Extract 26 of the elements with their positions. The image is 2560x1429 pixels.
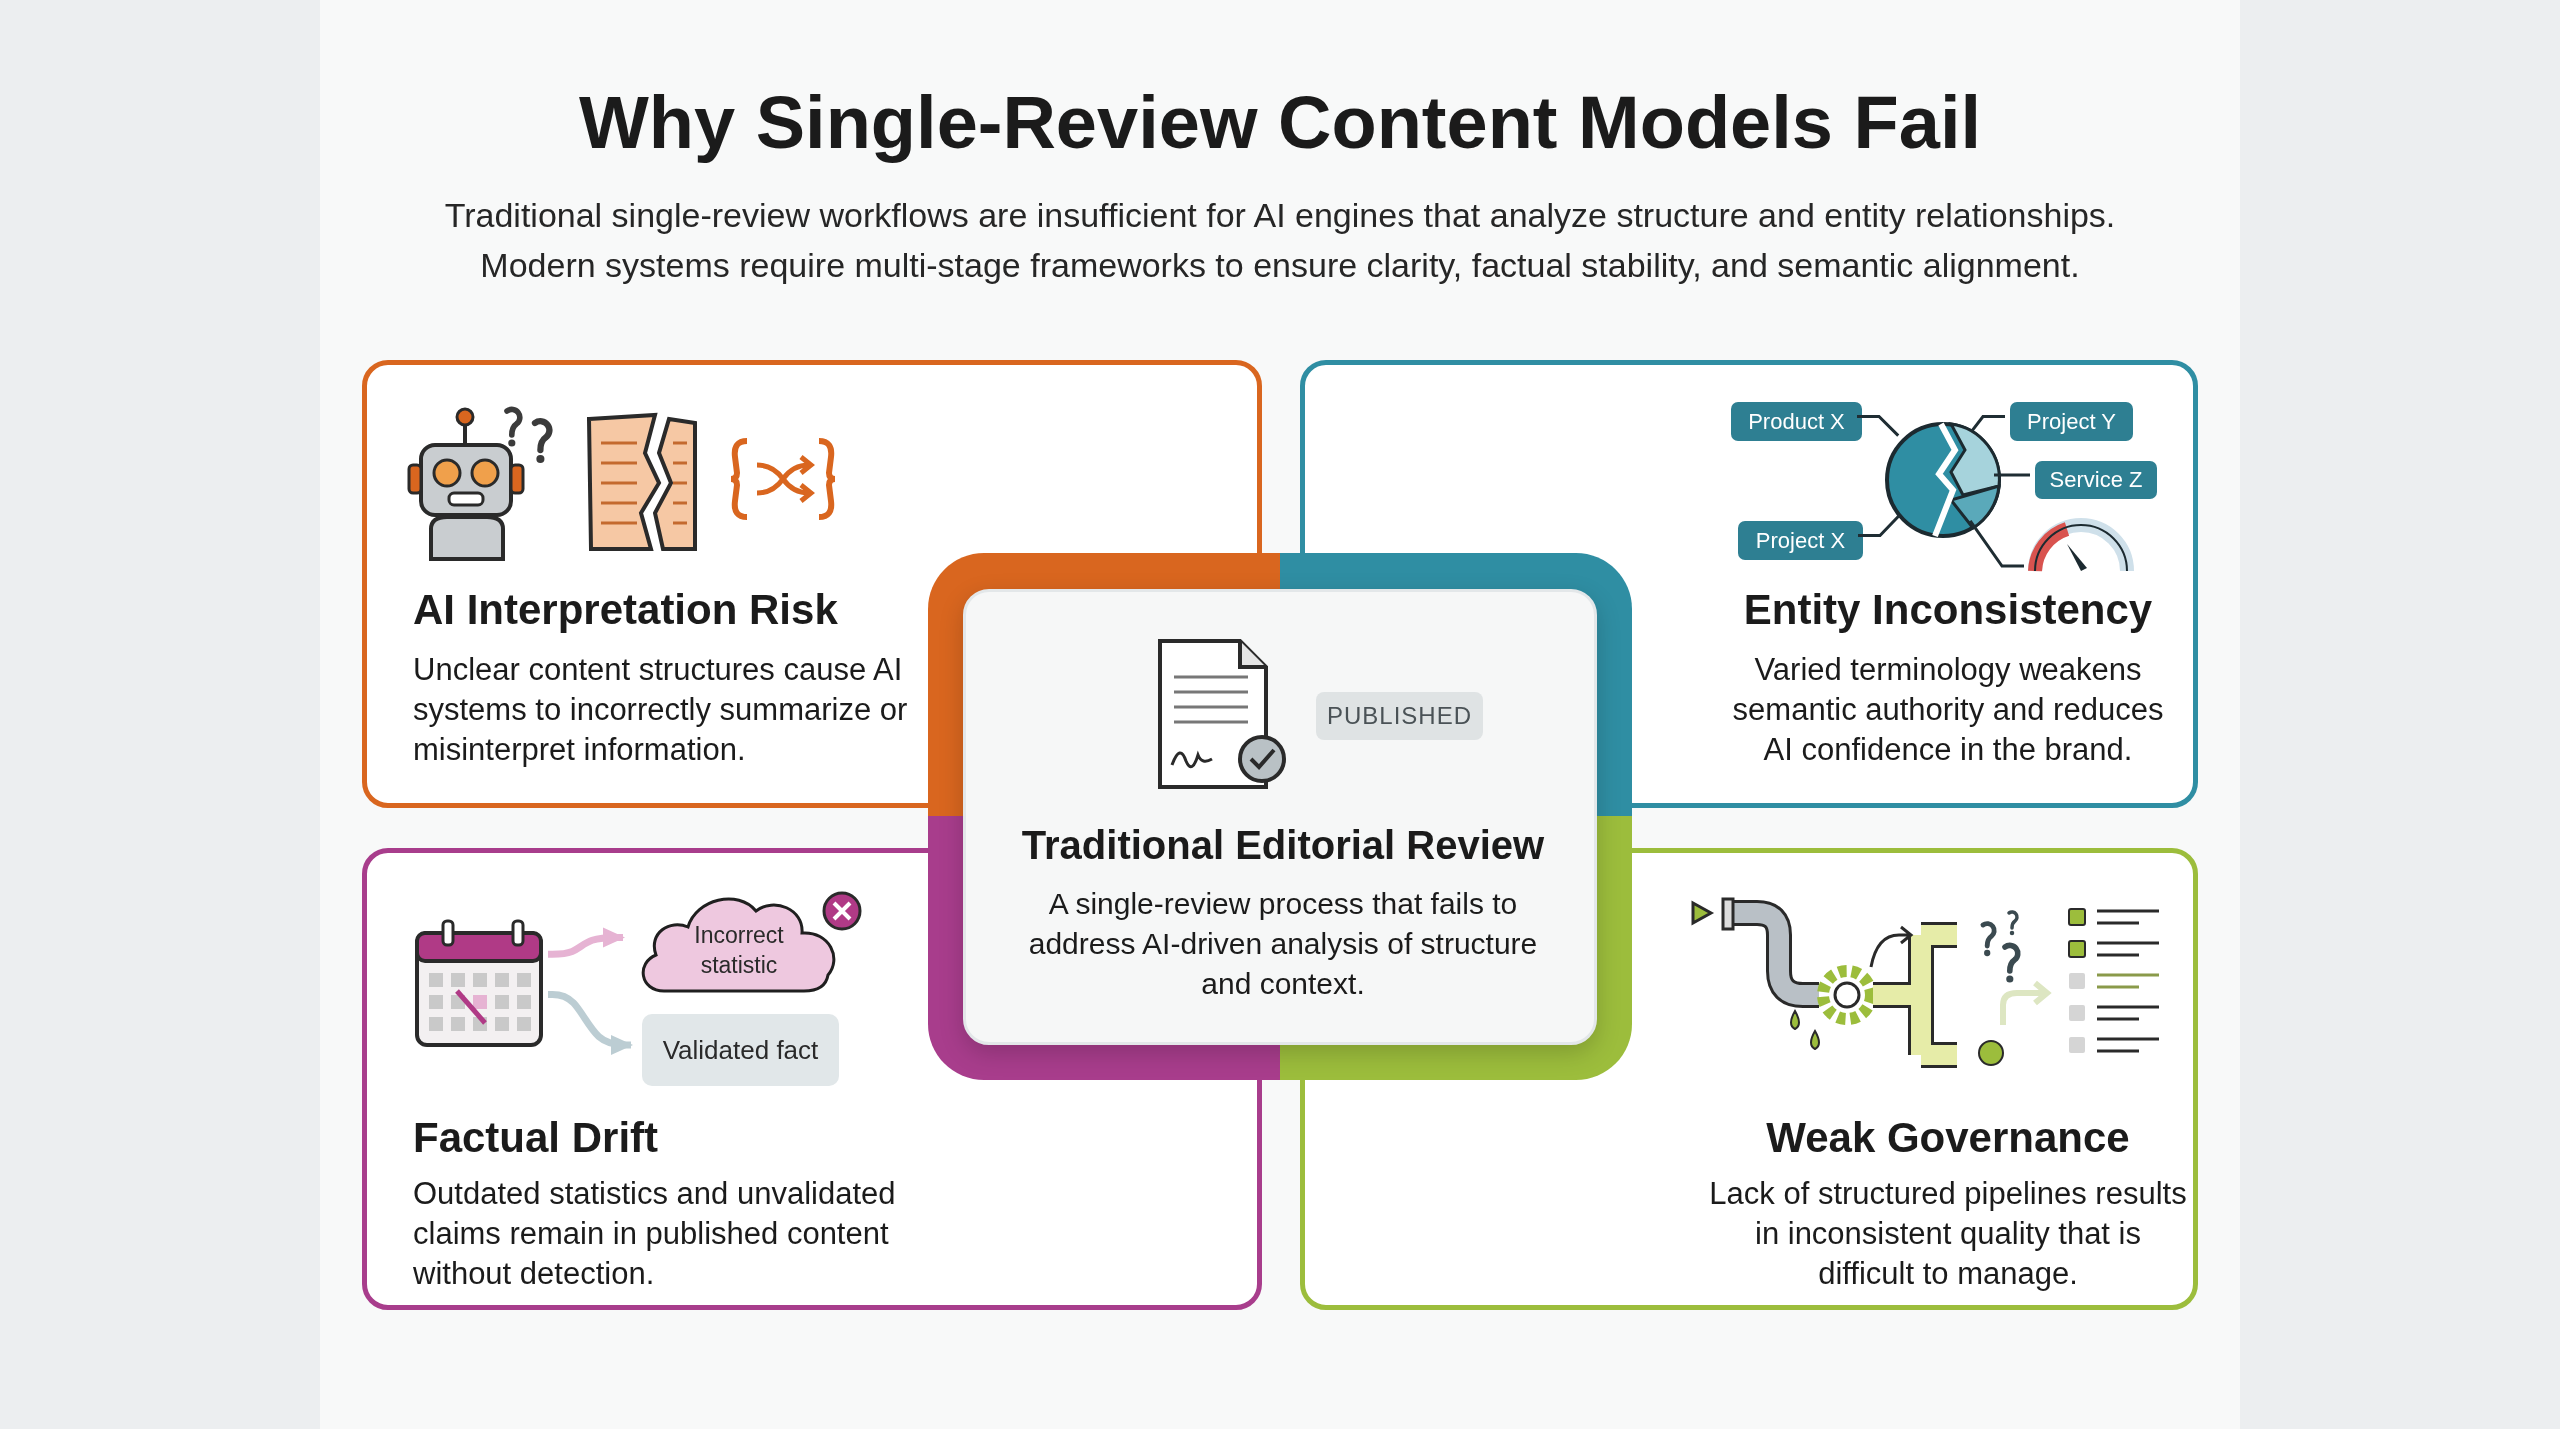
connector-line — [1994, 473, 2030, 477]
connector-line — [1970, 415, 2005, 432]
broken-circle-icon — [1884, 421, 2002, 539]
connector-line — [1858, 514, 1901, 537]
center-card — [963, 589, 1597, 1045]
subtitle: Traditional single-review workflows are insufficient for AI engines that analyze structure and entity relationships. Modern systems require multi-stage frameworks to ensure clarity, factual stability, and semantic alignment. — [443, 195, 2117, 286]
card-heading: AI Interpretation Risk — [413, 585, 838, 635]
connector-line — [1857, 415, 1900, 437]
title: Why Single-Review Content Models Fail — [578, 80, 1982, 166]
entity-tag: Product X — [1731, 402, 1862, 441]
card-heading: Factual Drift — [413, 1113, 659, 1163]
entity-tag: Project X — [1738, 521, 1863, 560]
card-description: Varied terminology weakens semantic authority and reduces AI confidence in the brand. — [1731, 651, 2165, 769]
card-heading: Weak Governance — [1765, 1113, 2131, 1163]
entity-tag: Project Y — [2010, 402, 2133, 441]
status-badge: PUBLISHED — [1316, 692, 1483, 740]
card-description: Unclear content structures cause AI systems to incorrectly summarize or misinterpret information. — [413, 651, 909, 769]
card-description: A single-review process that fails to address AI-driven analysis of structure and context. — [1028, 886, 1538, 1002]
card-description: Outdated statistics and unvalidated claims remain in published content without detection. — [413, 1175, 897, 1293]
card-heading: Entity Inconsistency — [1742, 585, 2154, 635]
card-description: Lack of structured pipelines results in inconsistent quality that is difficult to manage. — [1708, 1175, 2188, 1293]
card-heading: Traditional Editorial Review — [1020, 822, 1546, 869]
entity-tag: Service Z — [2035, 461, 2157, 499]
connector-line — [1969, 519, 2024, 568]
gauge-icon — [2027, 516, 2136, 573]
fact-chip: Validated fact — [642, 1014, 839, 1086]
